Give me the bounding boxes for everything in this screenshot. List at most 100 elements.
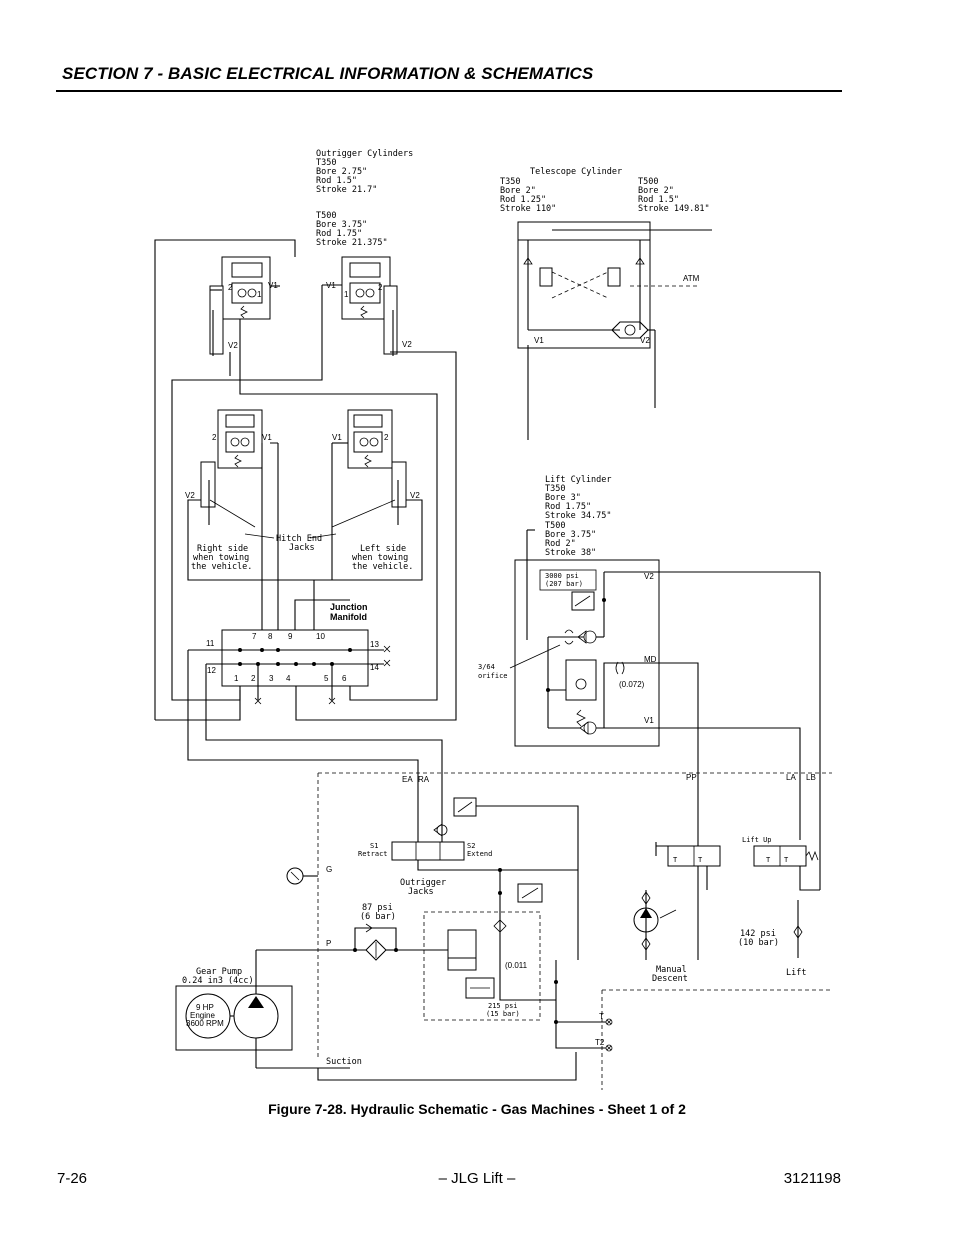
svg-text:Manual: Manual [656, 965, 687, 975]
outrigger-valve-upper-right: 1 2 V1 [326, 256, 391, 320]
page-number: 7-26 [57, 1170, 88, 1187]
outrigger-cylinders-title: Outrigger Cylinders [316, 149, 413, 159]
svg-text:T500: T500 [316, 211, 336, 221]
svg-text:V1: V1 [534, 336, 544, 345]
outrigger-cylinder-upper-right: V2 [383, 285, 412, 356]
svg-text:Right side: Right side [197, 544, 248, 554]
pressure-relief-group: (0.011 215 psi (15 bar) [396, 860, 578, 1021]
svg-text:1: 1 [344, 290, 349, 299]
svg-text:P: P [326, 939, 331, 948]
svg-text:when towing: when towing [352, 553, 408, 563]
svg-text:Rod 1.75": Rod 1.75" [545, 502, 591, 512]
svg-text:T: T [673, 856, 678, 864]
svg-text:7: 7 [252, 632, 257, 641]
svg-text:5: 5 [324, 674, 329, 683]
svg-text:when towing: when towing [193, 553, 249, 563]
lift-cylinder-specs: Lift Cylinder T350 Bore 3" Rod 1.75" Str… [545, 475, 612, 558]
svg-text:V2: V2 [640, 336, 650, 345]
svg-text:MD: MD [644, 655, 657, 664]
lift-directional-valve: Lift Up T T 142 psi (10 bar) Lift [738, 836, 820, 978]
svg-text:Bore 3": Bore 3" [545, 493, 581, 503]
junction-manifold: Junction Manifold 11 7 8 9 10 13 12 1 2 … [188, 602, 391, 705]
svg-text:10: 10 [316, 632, 325, 641]
svg-text:1: 1 [257, 290, 262, 299]
svg-text:4: 4 [286, 674, 291, 683]
hitch-end-jacks-labels: Hitch End Jacks Right side when towing t… [191, 534, 413, 572]
svg-text:2: 2 [212, 433, 217, 442]
svg-text:LA: LA [786, 773, 796, 782]
svg-text:14: 14 [370, 663, 379, 672]
svg-text:Stroke 21.7": Stroke 21.7" [316, 185, 377, 195]
telescope-cylinder-specs: Telescope Cylinder T350 Bore 2" Rod 1.25… [500, 167, 710, 214]
svg-text:V2: V2 [402, 340, 412, 349]
svg-text:215 psi: 215 psi [488, 1002, 518, 1010]
svg-text:(207 bar): (207 bar) [545, 580, 583, 588]
svg-text:(15 bar): (15 bar) [486, 1010, 520, 1018]
svg-text:V1: V1 [262, 433, 272, 442]
pressure-gauge: G [286, 865, 332, 885]
figure-caption: Figure 7-28. Hydraulic Schematic - Gas M… [268, 1101, 686, 1117]
svg-text:S2: S2 [467, 842, 475, 850]
svg-text:12: 12 [207, 666, 216, 675]
svg-text:Descent: Descent [652, 974, 688, 984]
svg-text:Stroke 38": Stroke 38" [545, 548, 596, 558]
svg-text:T: T [766, 856, 771, 864]
manual-descent-valve: T T Manual Descent [633, 842, 721, 984]
svg-text:2: 2 [378, 283, 383, 292]
svg-text:3/64: 3/64 [478, 663, 495, 671]
svg-text:LB: LB [806, 773, 816, 782]
svg-text:(0.011: (0.011 [505, 961, 528, 970]
section-title: SECTION 7 - BASIC ELECTRICAL INFORMATION… [62, 64, 594, 83]
svg-text:orifice: orifice [478, 672, 508, 680]
outrigger-valve-upper-left: 2 1 V1 [221, 256, 278, 320]
svg-text:Gear Pump: Gear Pump [196, 967, 242, 977]
svg-text:(0.072): (0.072) [619, 680, 645, 689]
outrigger-valve-lower-left: 2 V1 [212, 409, 272, 469]
svg-text:Bore 3.75": Bore 3.75" [316, 220, 367, 230]
svg-text:13: 13 [370, 640, 379, 649]
svg-text:2: 2 [228, 283, 233, 292]
svg-text:Jacks: Jacks [289, 543, 315, 553]
document-number: 3121198 [783, 1170, 841, 1187]
svg-text:Stroke 21.375": Stroke 21.375" [316, 238, 388, 248]
svg-text:Lift: Lift [786, 968, 806, 978]
svg-text:Bore 2": Bore 2" [500, 186, 536, 196]
svg-text:Stroke 149.81": Stroke 149.81" [638, 204, 710, 214]
svg-text:Bore 2.75": Bore 2.75" [316, 167, 367, 177]
svg-text:Junction: Junction [330, 602, 368, 612]
svg-text:T500: T500 [545, 521, 565, 531]
svg-text:V2: V2 [410, 491, 420, 500]
svg-text:Lift Cylinder: Lift Cylinder [545, 475, 612, 485]
svg-text:142 psi: 142 psi [740, 929, 776, 939]
outrigger-cylinder-specs: Outrigger Cylinders T350 Bore 2.75" Rod … [316, 149, 413, 248]
svg-text:V1: V1 [644, 716, 654, 725]
filter-assembly: 87 psi (6 bar) P [256, 903, 398, 961]
svg-text:87 psi: 87 psi [362, 903, 393, 913]
svg-text:3: 3 [269, 674, 274, 683]
svg-text:Outrigger: Outrigger [400, 878, 446, 888]
svg-text:T: T [599, 1012, 604, 1021]
svg-text:EA: EA [402, 775, 413, 784]
svg-text:8: 8 [268, 632, 273, 641]
outrigger-cylinder-lower-left: V2 [185, 461, 216, 525]
svg-text:3000 psi: 3000 psi [545, 572, 579, 580]
svg-text:Lift Up: Lift Up [742, 836, 772, 844]
svg-text:ATM: ATM [683, 274, 700, 283]
svg-text:V2: V2 [228, 341, 238, 350]
svg-text:T350: T350 [545, 484, 565, 494]
svg-text:T350: T350 [500, 177, 520, 187]
svg-text:Rod 1.75": Rod 1.75" [316, 229, 362, 239]
svg-text:PP: PP [686, 773, 697, 782]
svg-text:S1: S1 [370, 842, 378, 850]
svg-text:Bore 3.75": Bore 3.75" [545, 530, 596, 540]
svg-text:T500: T500 [638, 177, 658, 187]
svg-text:0.24 in3 (4cc): 0.24 in3 (4cc) [182, 976, 254, 986]
svg-text:RA: RA [418, 775, 430, 784]
svg-text:V2: V2 [185, 491, 195, 500]
svg-text:Hitch End: Hitch End [276, 534, 322, 544]
svg-text:2: 2 [384, 433, 389, 442]
svg-text:Manifold: Manifold [330, 612, 367, 622]
svg-text:T2: T2 [595, 1038, 605, 1047]
svg-text:Stroke 110": Stroke 110" [500, 204, 556, 214]
